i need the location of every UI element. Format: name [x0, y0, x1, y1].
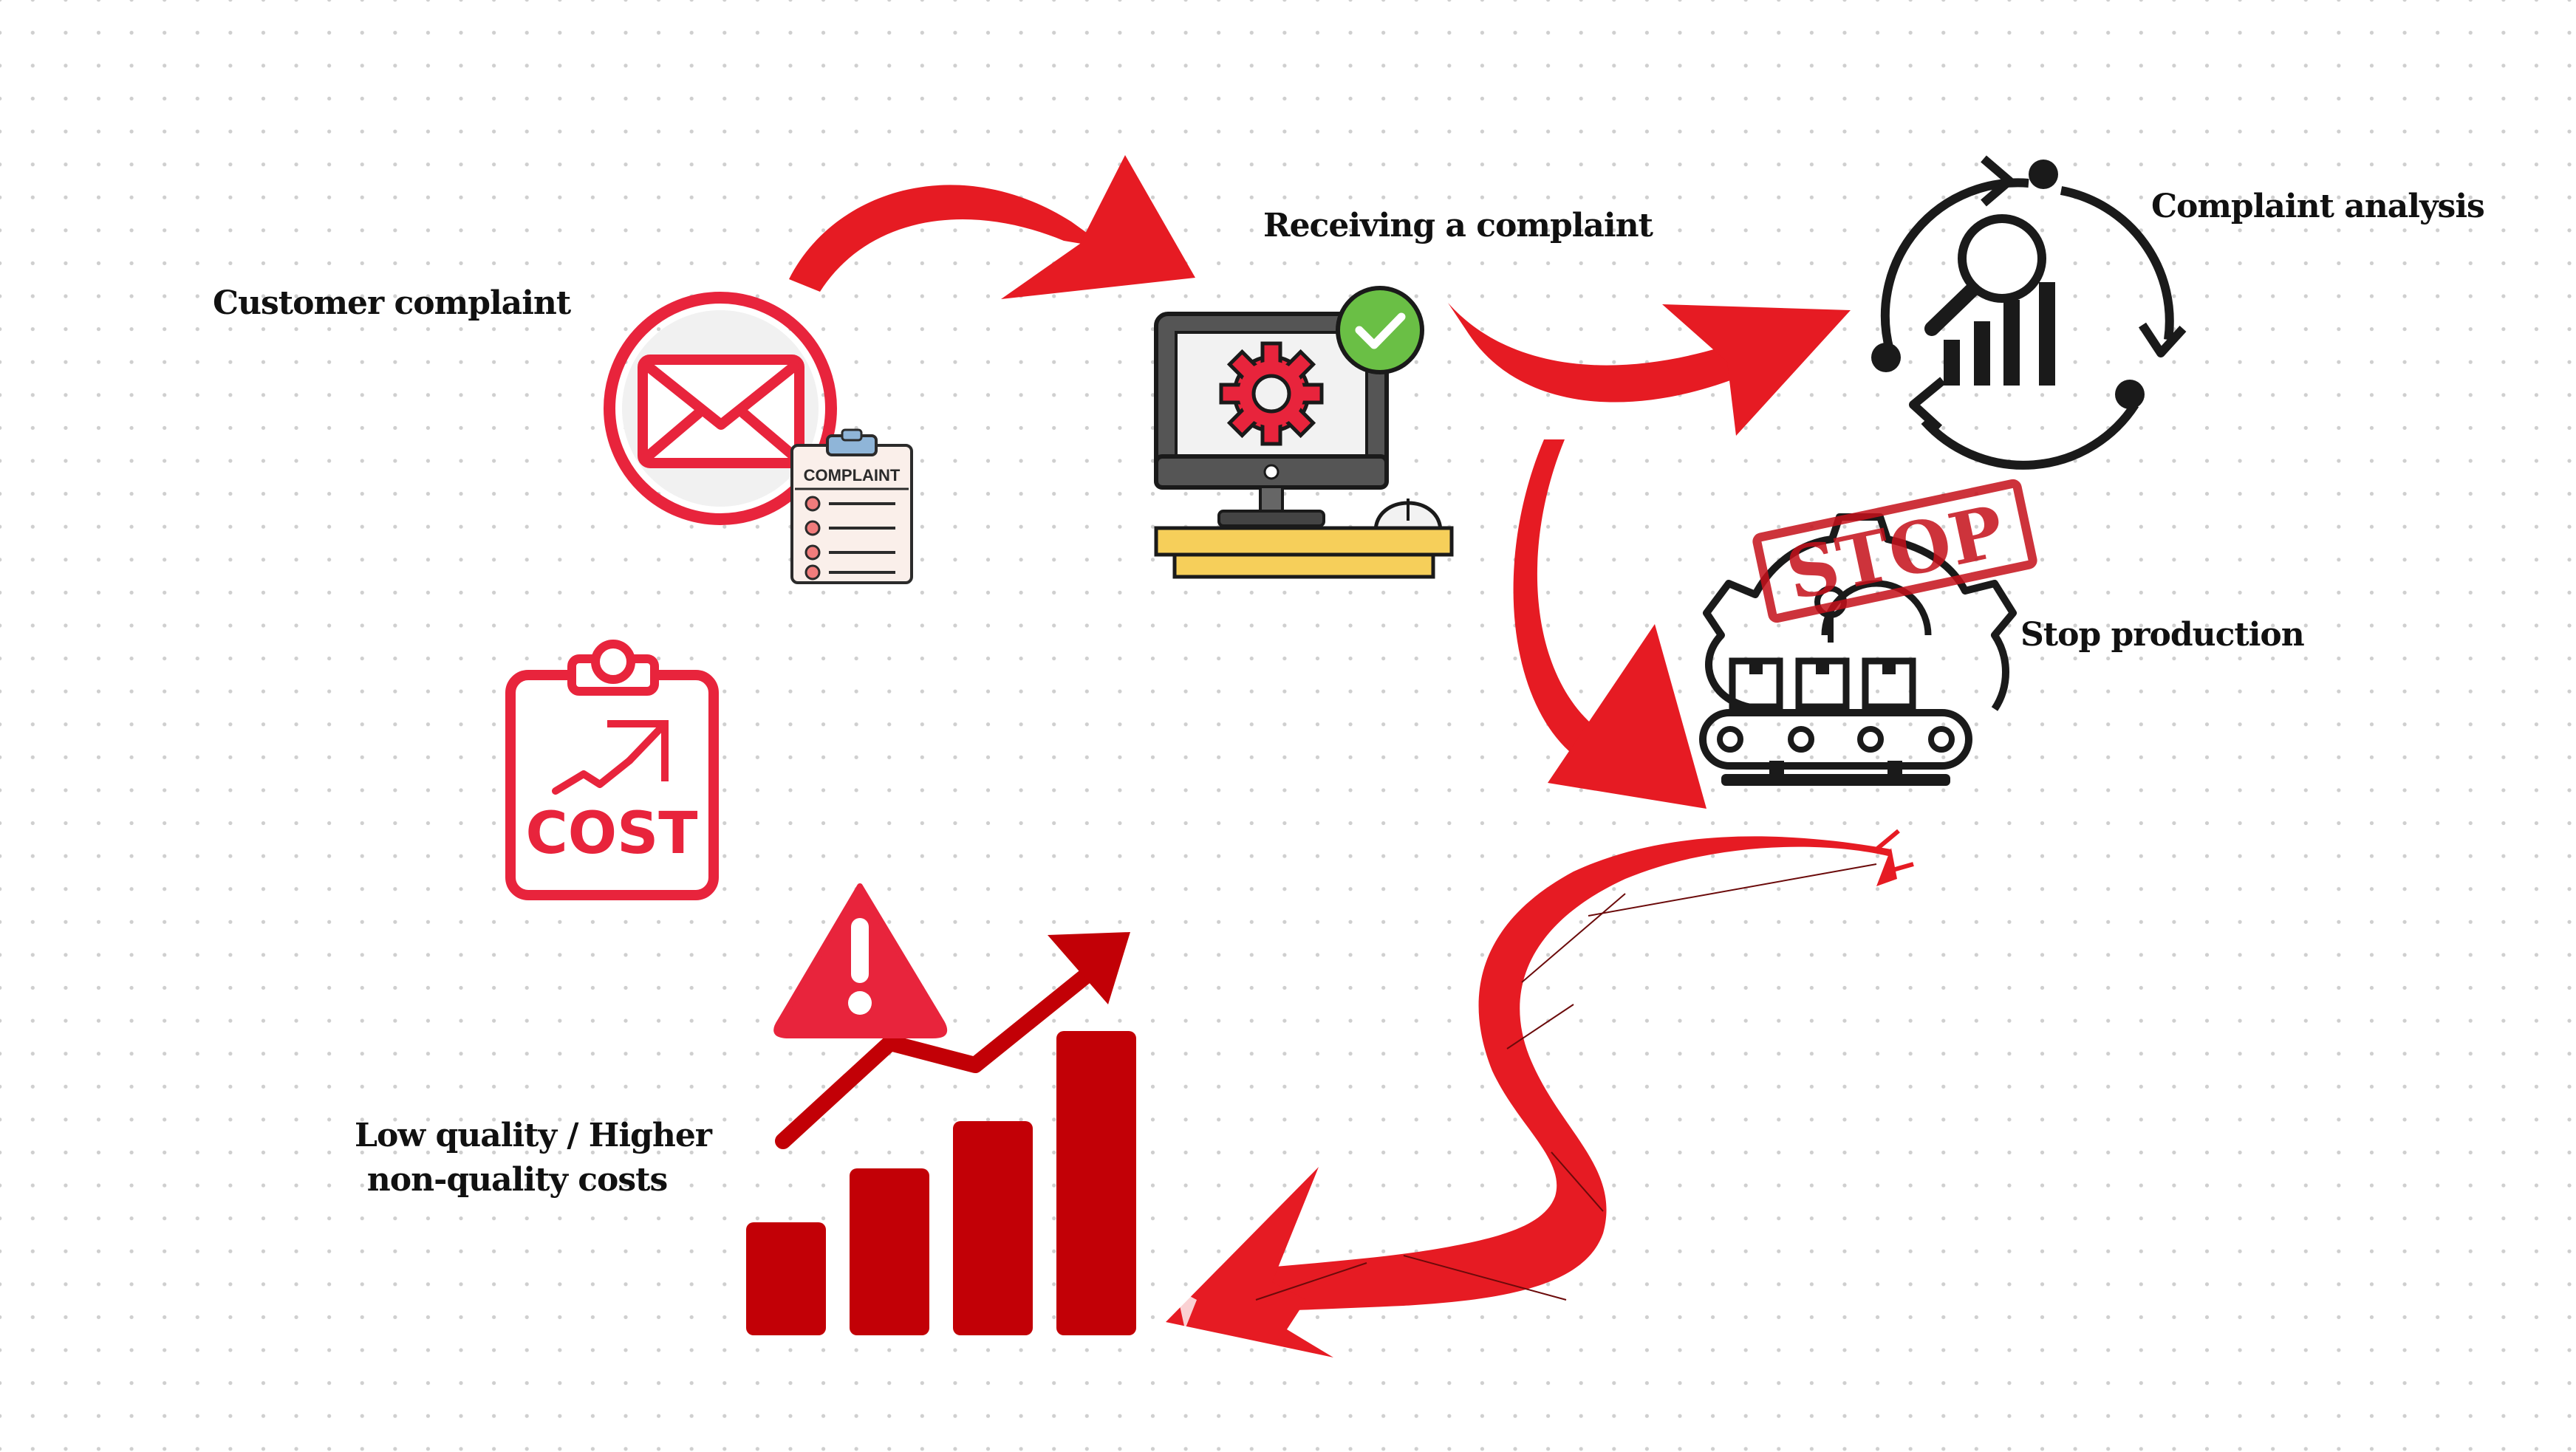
label-complaint-analysis: Complaint analysis [2151, 188, 2485, 225]
label-customer-complaint: Customer complaint [213, 284, 571, 322]
analysis-cycle-icon [1871, 155, 2187, 470]
arrow-receiving-to-analysis [1448, 303, 1851, 436]
complaint-tag-text: COMPLAINT [804, 466, 901, 484]
label-stop-production: Stop production [2020, 616, 2305, 654]
label-low-quality-line1: Low quality / Higher [355, 1117, 712, 1154]
label-receiving-complaint: Receiving a complaint [1263, 207, 1653, 244]
envelope-complaint-icon: COMPLAINT [604, 292, 913, 584]
arrow-stop-to-costs [1166, 829, 1914, 1357]
label-low-quality: Low quality / Higher non-quality costs [355, 1114, 712, 1202]
computer-gear-icon [1154, 286, 1454, 579]
label-low-quality-line2: non-quality costs [366, 1161, 669, 1199]
stop-production-icon: STOP [1699, 479, 2037, 786]
arrow-receiving-to-stop [1513, 439, 1706, 809]
arrow-customer-to-receiving [789, 155, 1195, 299]
rising-costs-chart-icon [746, 883, 1136, 1335]
cost-clipboard-icon: COST [505, 640, 719, 900]
cost-text: COST [526, 801, 698, 867]
